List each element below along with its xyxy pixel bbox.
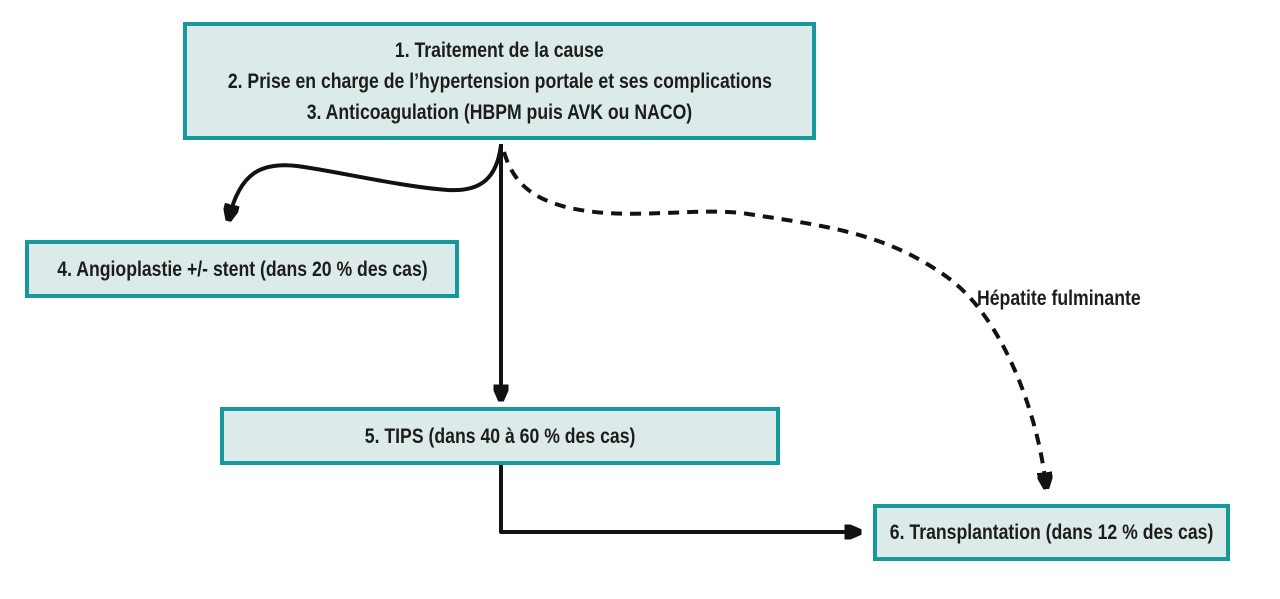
box-treatment-line-1: 1. Traitement de la cause <box>395 38 604 62</box>
box-angioplastie: 4. Angioplastie +/- stent (dans 20 % des… <box>25 240 459 298</box>
box-transplantation: 6. Transplantation (dans 12 % des cas) <box>873 504 1230 561</box>
box-tips: 5. TIPS (dans 40 à 60 % des cas) <box>220 407 780 465</box>
box-tips-label: 5. TIPS (dans 40 à 60 % des cas) <box>364 424 636 448</box>
box-transplantation-label: 6. Transplantation (dans 12 % des cas) <box>889 521 1214 544</box>
box-treatment-line-2: 2. Prise en charge de l’hypertension por… <box>227 69 772 93</box>
box-angioplastie-label: 4. Angioplastie +/- stent (dans 20 % des… <box>56 257 428 281</box>
arrow-treatment-to-angioplastie <box>229 144 503 218</box>
box-treatment-steps: 1. Traitement de la cause 2. Prise en ch… <box>183 22 816 140</box>
label-hepatite-fulminante: Hépatite fulminante <box>977 287 1141 310</box>
arrow-tips-to-transplantation <box>499 465 858 532</box>
box-treatment-line-3: 3. Anticoagulation (HBPM puis AVK ou NAC… <box>306 100 693 124</box>
